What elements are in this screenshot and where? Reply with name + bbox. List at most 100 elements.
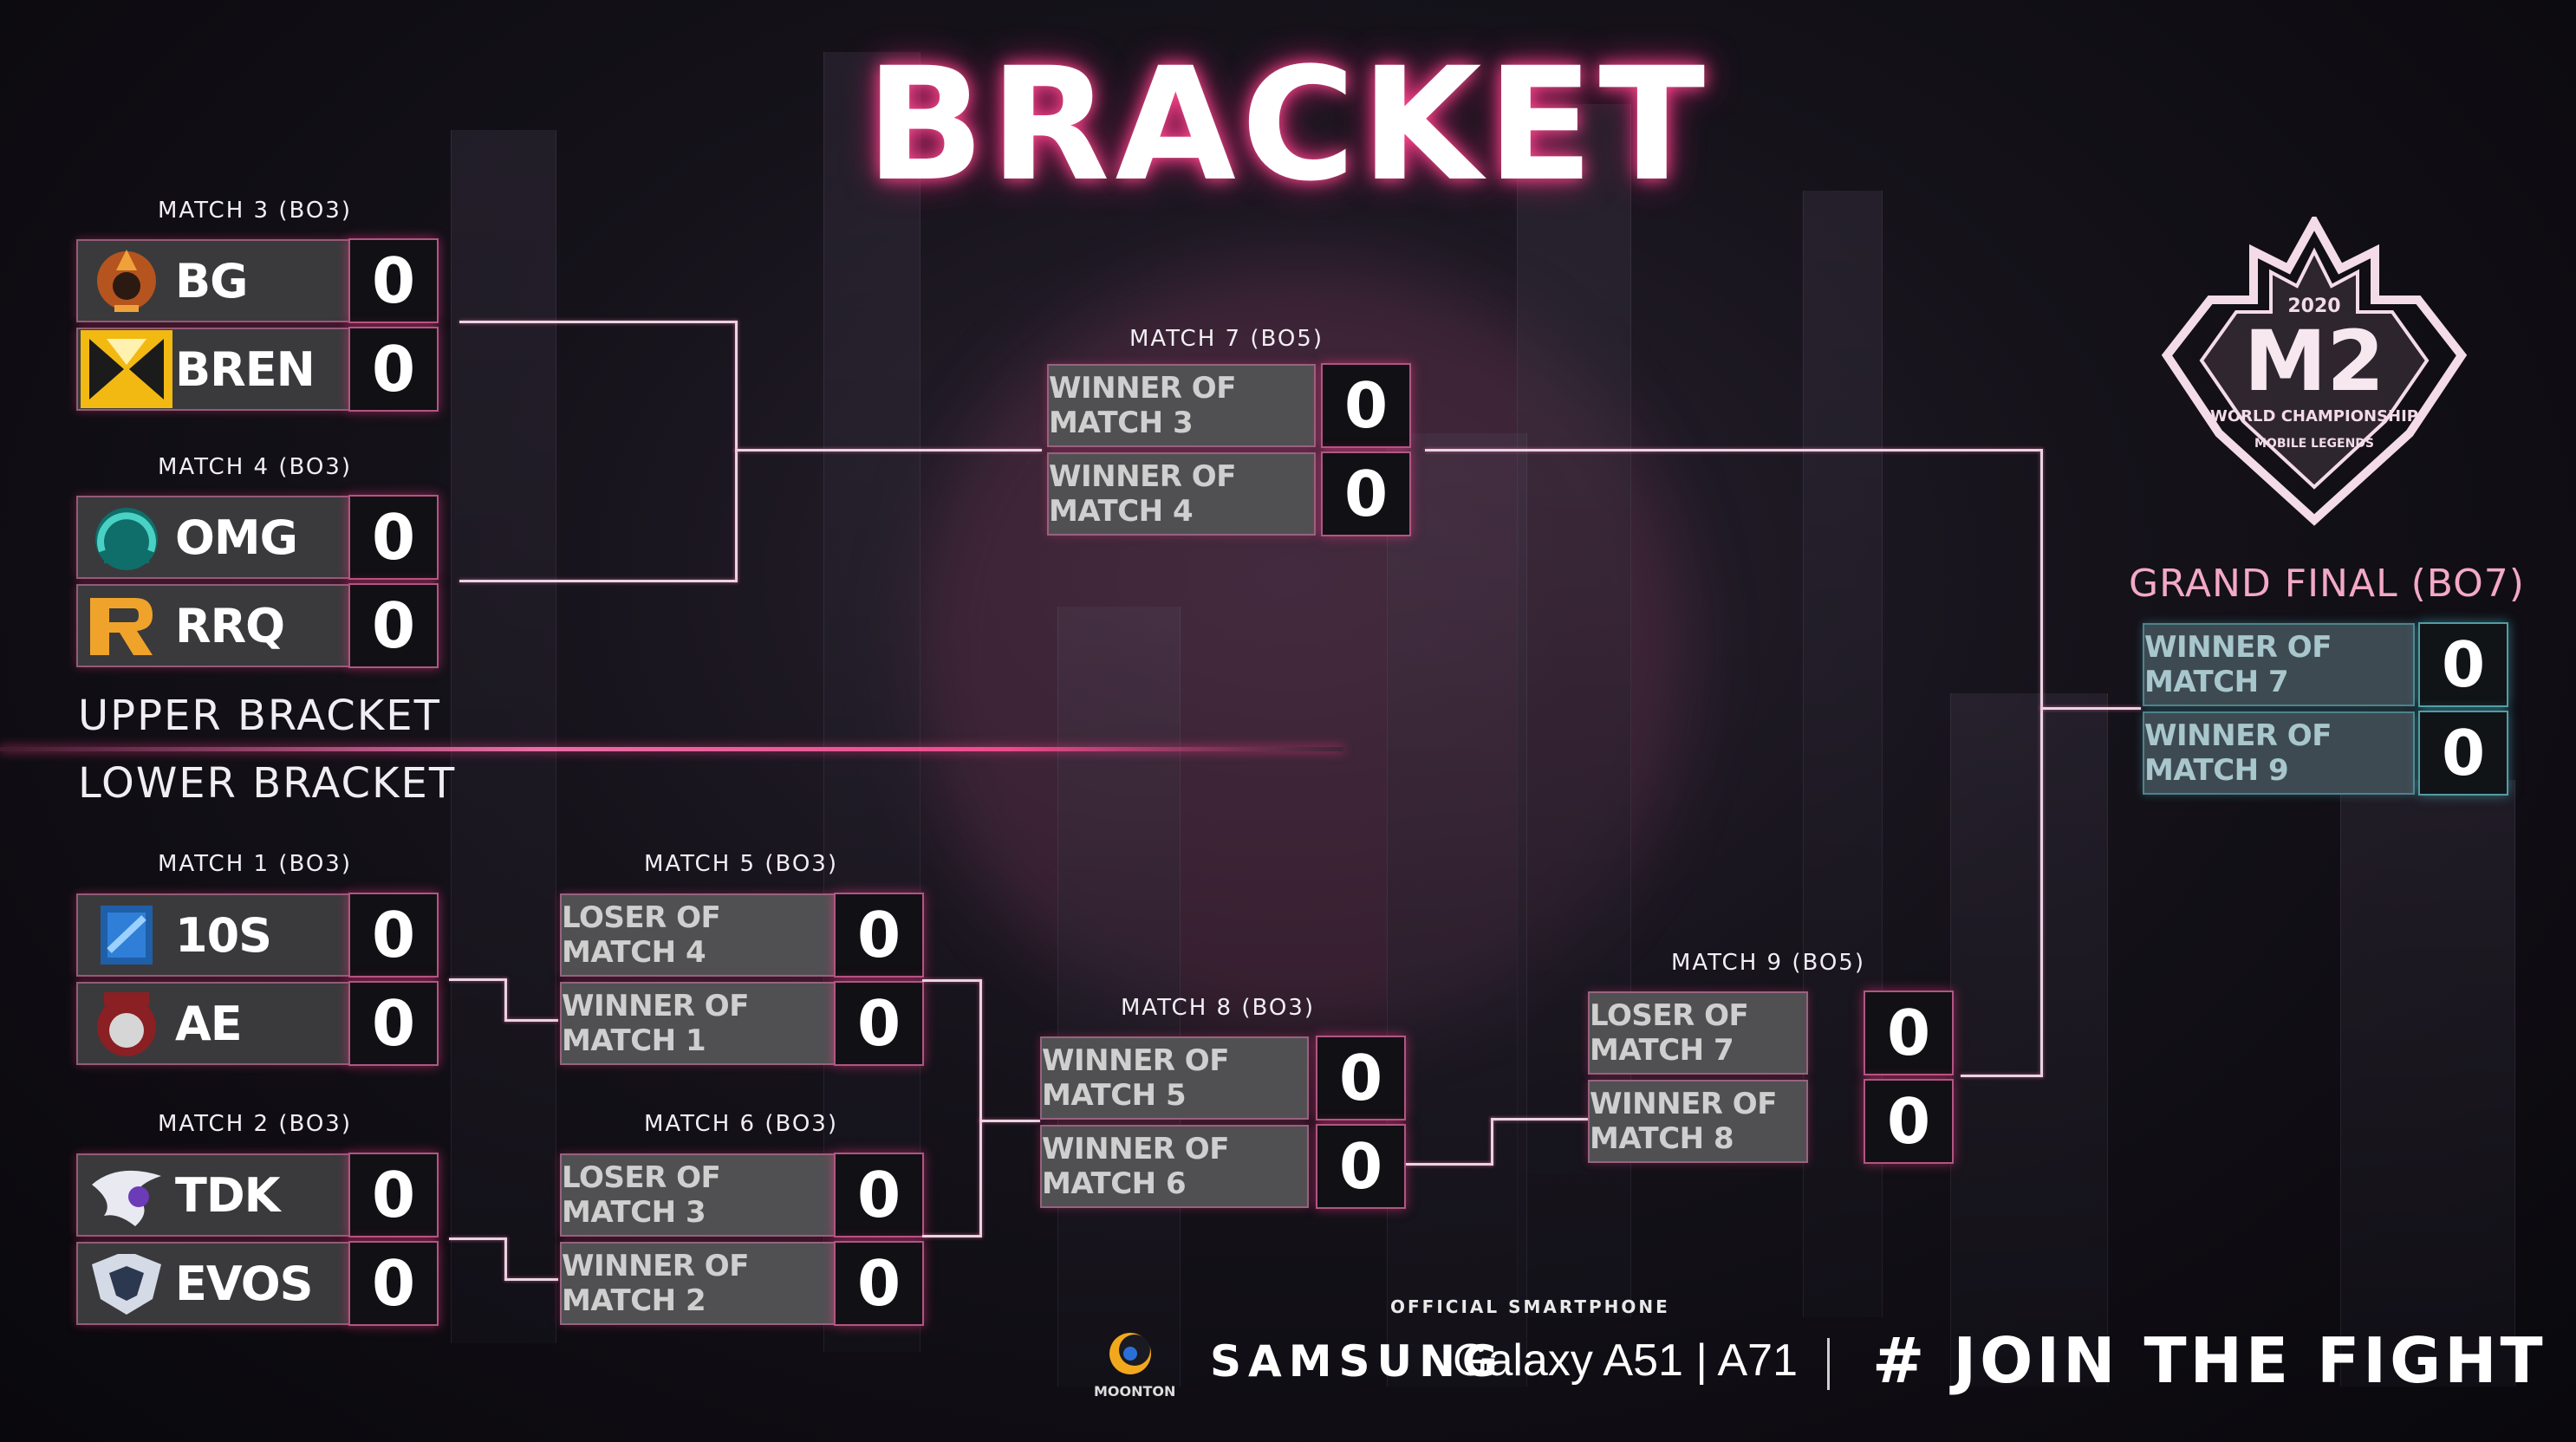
tdk-logo-icon: [78, 1155, 175, 1235]
footer-divider: [1827, 1338, 1830, 1390]
team-rrq[interactable]: RRQ: [76, 584, 352, 667]
match-6-slot-1[interactable]: LOSER OF MATCH 3: [560, 1153, 836, 1237]
bren-esports-logo-icon: [78, 329, 175, 409]
connector-line: [1491, 1118, 1493, 1166]
connector-line: [735, 449, 1042, 451]
connector-line: [922, 979, 981, 982]
connector-line: [979, 979, 982, 1237]
connector-line: [504, 978, 507, 1021]
alter-ego-logo-icon: [78, 984, 175, 1063]
score-box: 0: [834, 893, 924, 978]
match-8-slot-1[interactable]: WINNER OF MATCH 5: [1040, 1036, 1309, 1120]
match-8-slot-2[interactable]: WINNER OF MATCH 6: [1040, 1125, 1309, 1208]
rrq-logo-icon: [78, 586, 175, 666]
bracket-divider: [0, 747, 1343, 751]
score-box: 0: [1316, 1036, 1406, 1120]
connector-line: [449, 1237, 506, 1240]
connector-line: [459, 321, 737, 323]
score-box: 0: [2418, 622, 2508, 707]
connector-line: [2040, 707, 2141, 710]
match-5-label: MATCH 5 (BO3): [643, 851, 838, 877]
match-3-label: MATCH 3 (BO3): [157, 198, 352, 224]
match-6-slot-2[interactable]: WINNER OF MATCH 2: [560, 1242, 836, 1325]
match-7-label: MATCH 7 (BO5): [1129, 326, 1324, 352]
score-box: 0: [1864, 1079, 1954, 1164]
connector-line: [1961, 1075, 2043, 1077]
score-box: 0: [834, 1153, 924, 1237]
connector-line: [735, 321, 738, 582]
official-smartphone-label: OFFICIAL SMARTPHONE: [1390, 1296, 1670, 1317]
team-omg[interactable]: OMG: [76, 496, 352, 579]
match-5-slot-2[interactable]: WINNER OF MATCH 1: [560, 982, 836, 1065]
team-name: TDK: [175, 1167, 281, 1223]
omega-logo-icon: [78, 497, 175, 577]
team-name: BREN: [175, 341, 315, 397]
match-1-label: MATCH 1 (BO3): [157, 851, 352, 877]
connector-line: [504, 1278, 558, 1281]
score-box: 0: [348, 583, 439, 668]
connector-line: [504, 1019, 558, 1022]
team-ae[interactable]: AE: [76, 982, 352, 1065]
match-8-label: MATCH 8 (BO3): [1120, 995, 1315, 1021]
logo-subtitle: WORLD CHAMPIONSHIP: [2210, 407, 2418, 425]
score-box: 0: [2418, 711, 2508, 796]
samsung-logo: SAMSUNG: [1210, 1336, 1505, 1387]
10s-gaming-logo-icon: [78, 895, 175, 975]
team-10s[interactable]: 10S: [76, 893, 352, 977]
score-box: 0: [348, 1153, 439, 1237]
team-bg[interactable]: BG: [76, 239, 352, 322]
score-box: 0: [1864, 991, 1954, 1075]
upper-bracket-label: UPPER BRACKET: [78, 692, 441, 740]
page-title: BRACKET: [865, 35, 1711, 216]
logo-name: M2: [2244, 313, 2384, 410]
team-name: RRQ: [175, 598, 285, 653]
connector-line: [1425, 449, 2042, 451]
m2-world-championship-logo: 2020 M2 WORLD CHAMPIONSHIP MOBILE LEGEND…: [2158, 212, 2470, 529]
match-4-label: MATCH 4 (BO3): [157, 454, 352, 480]
match-9-label: MATCH 9 (BO5): [1670, 950, 1865, 976]
grand-final-slot-1[interactable]: WINNER OF MATCH 7: [2143, 623, 2415, 706]
logo-year: 2020: [2287, 296, 2340, 317]
team-name: AE: [175, 996, 243, 1051]
evos-logo-icon: [78, 1244, 175, 1323]
team-name: BG: [175, 253, 248, 309]
team-name: OMG: [175, 510, 298, 565]
score-box: 0: [348, 327, 439, 412]
connector-line: [459, 580, 737, 582]
connector-line: [1406, 1163, 1493, 1166]
team-tdk[interactable]: TDK: [76, 1153, 352, 1237]
score-box: 0: [348, 495, 439, 580]
team-bren[interactable]: BREN: [76, 328, 352, 411]
connector-line: [449, 978, 506, 981]
team-name: 10S: [175, 907, 272, 963]
join-the-fight-hashtag: # JOIN THE FIGHT: [1872, 1324, 2547, 1397]
score-box: 0: [348, 893, 439, 978]
galaxy-models: Galaxy A51 | A71: [1453, 1335, 1798, 1386]
score-box: 0: [834, 1241, 924, 1326]
connector-line: [922, 1235, 981, 1237]
match-9-slot-2[interactable]: WINNER OF MATCH 8: [1588, 1080, 1808, 1163]
moonton-label: MOONTON: [1094, 1383, 1176, 1400]
match-2-label: MATCH 2 (BO3): [157, 1111, 352, 1137]
match-6-label: MATCH 6 (BO3): [643, 1111, 838, 1137]
burmese-ghouls-logo-icon: [78, 241, 175, 321]
score-box: 0: [1321, 363, 1411, 448]
connector-line: [504, 1237, 507, 1280]
score-box: 0: [348, 1241, 439, 1326]
moonton-logo-icon: [1106, 1329, 1155, 1378]
score-box: 0: [834, 981, 924, 1066]
score-box: 0: [348, 981, 439, 1066]
match-7-slot-1[interactable]: WINNER OF MATCH 3: [1047, 364, 1316, 447]
logo-game: MOBILE LEGENDS: [2254, 437, 2374, 451]
connector-line: [1491, 1118, 1588, 1120]
connector-line: [2040, 449, 2043, 1076]
grand-final-slot-2[interactable]: WINNER OF MATCH 9: [2143, 711, 2415, 795]
score-box: 0: [348, 238, 439, 323]
match-5-slot-1[interactable]: LOSER OF MATCH 4: [560, 893, 836, 977]
match-9-slot-1[interactable]: LOSER OF MATCH 7: [1588, 991, 1808, 1075]
grand-final-label: GRAND FINAL (BO7): [2129, 562, 2525, 606]
connector-line: [979, 1120, 1040, 1122]
match-7-slot-2[interactable]: WINNER OF MATCH 4: [1047, 452, 1316, 536]
team-evos[interactable]: EVOS: [76, 1242, 352, 1325]
score-box: 0: [1316, 1124, 1406, 1209]
